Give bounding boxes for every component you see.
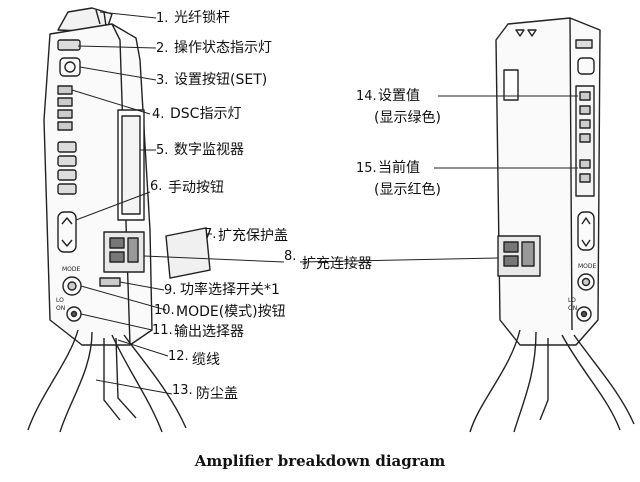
label-13: 13. 防尘盖 [172,383,238,402]
label-10-text: MODE(模式)按钮 [176,304,286,320]
leader-lines [71,11,578,395]
label-3: 3. 设置按钮(SET) [156,72,267,88]
label-6-text: 手动按钮 [168,180,224,196]
label-7-number: 7. [204,227,216,242]
label-14-number: 14. [356,89,377,104]
right-on-mark: ON [568,305,577,312]
label-12: 12. 缆线 [168,349,220,368]
label-14-subtext: (显示绿色) [374,109,441,126]
left-amplifier-front-view [43,7,153,346]
label-6: 6. 手动按钮 [150,179,224,196]
expansion-cover [165,227,211,279]
label-15-subtext: (显示红色) [374,181,441,198]
right-amplifier-back-view [495,17,601,346]
label-2-text: 操作状态指示灯 [174,40,272,56]
label-5: 5. 数字监视器 [156,142,244,158]
label-9: 9. 功率选择开关*1 [164,281,280,298]
right-mode-mark: MODE [578,263,597,270]
label-13-text: 防尘盖 [196,386,238,402]
label-9-number: 9. [164,283,176,298]
label-4-number: 4. [152,107,164,122]
label-3-text: 设置按钮(SET) [174,72,267,88]
label-9-text: 功率选择开关*1 [180,281,280,298]
label-3-number: 3. [156,73,168,88]
label-8-text: 扩充连接器 [302,255,372,272]
right-cables [469,329,635,433]
label-15-number: 15. [356,161,377,176]
label-15: 15. 当前值 (显示红色) [356,159,441,198]
label-11-number: 11. [152,323,173,338]
label-4-text: DSC指示灯 [170,106,241,122]
label-1-number: 1. [156,11,168,26]
figure-caption: Amplifier breakdown diagram [194,452,446,470]
label-11: 11. 输出选择器 [152,323,244,340]
left-mode-mark: MODE [62,266,81,273]
label-7: 7. 扩充保护盖 [204,227,288,244]
label-12-text: 缆线 [192,352,220,368]
label-2-number: 2. [156,41,168,56]
label-14: 14. 设置值 (显示绿色) [356,88,441,126]
label-10-number: 10. [154,303,175,318]
label-4: 4. DSC指示灯 [152,106,241,122]
label-14-text: 设置值 [378,88,420,104]
label-12-number: 12. [168,349,189,364]
label-8-number: 8. [284,249,296,264]
label-11-text: 输出选择器 [174,324,244,340]
right-lo-mark: LO [568,297,576,304]
label-10: 10. MODE(模式)按钮 [154,303,286,320]
label-8: 8. 扩充连接器 [284,249,372,272]
label-5-text: 数字监视器 [174,142,244,158]
label-2: 2. 操作状态指示灯 [156,40,272,56]
label-1-text: 光纤锁杆 [174,10,230,26]
label-15-text: 当前值 [378,159,420,176]
label-13-number: 13. [172,383,193,398]
left-on-mark: ON [56,305,65,312]
label-7-text: 扩充保护盖 [218,228,288,244]
label-6-number: 6. [150,179,162,194]
left-lo-mark: LO [56,297,64,304]
label-5-number: 5. [156,143,168,158]
label-1: 1. 光纤锁杆 [156,10,230,26]
